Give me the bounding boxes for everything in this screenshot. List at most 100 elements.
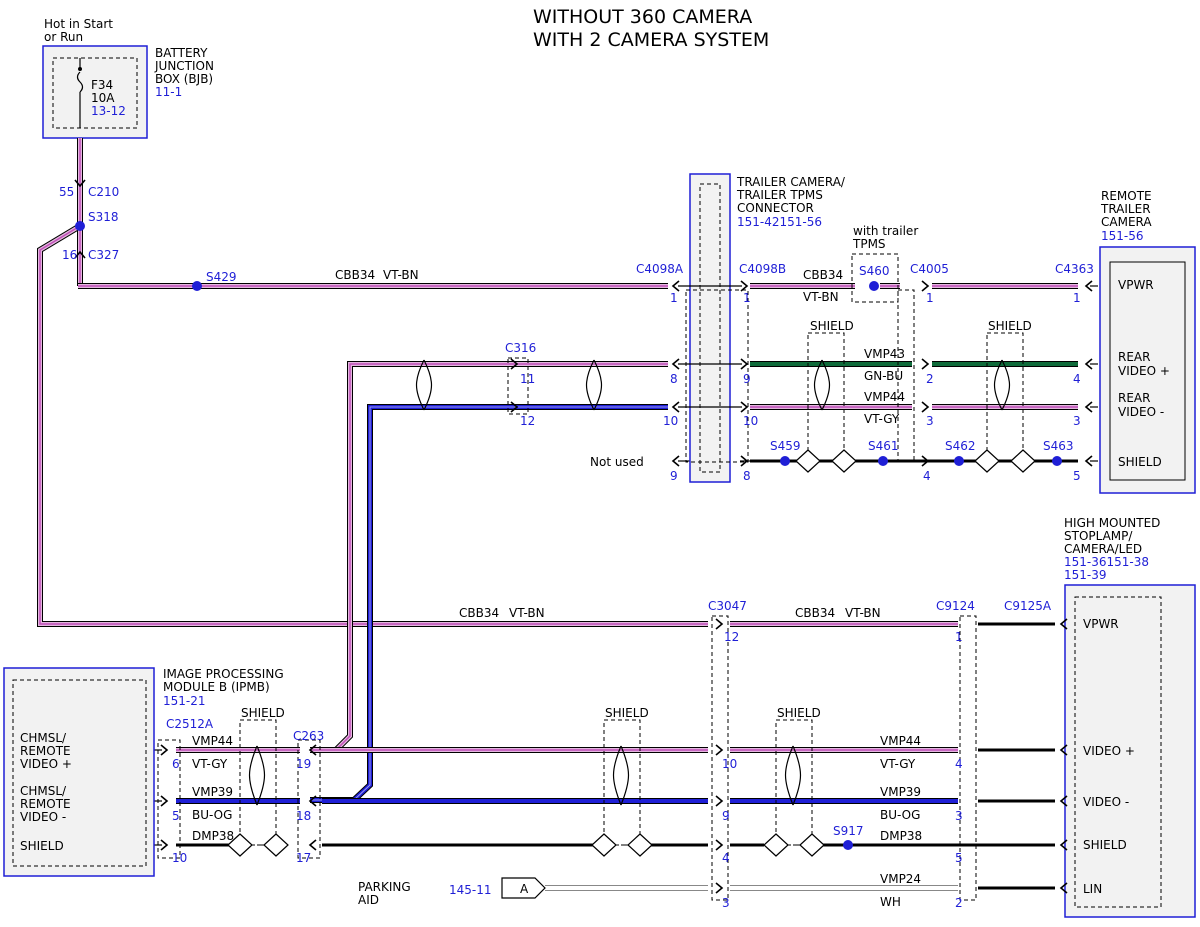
hmsl-label-3: CAMERA/LED: [1064, 542, 1142, 556]
fuse-amps: 10A: [91, 91, 115, 105]
splice-s429: [192, 281, 202, 291]
power-label-2: or Run: [44, 30, 83, 44]
connector-c4098b: C4098B: [739, 262, 786, 276]
wire-label: VMP39: [880, 785, 921, 799]
remote-cam-label-2: TRAILER: [1100, 202, 1151, 216]
bjb-module: [42, 45, 148, 139]
title-line-1: WITHOUT 360 CAMERA: [533, 6, 752, 28]
pin-number: 5: [172, 809, 180, 823]
hmsl-label-2: STOPLAMP/: [1064, 529, 1133, 543]
bjb-ref[interactable]: 11-1: [155, 85, 182, 99]
pin-number: 1: [1073, 291, 1081, 305]
splice-label-s459: S459: [770, 439, 801, 453]
title-line-2: WITH 2 CAMERA SYSTEM: [533, 29, 769, 51]
pin-number: 1: [955, 630, 963, 644]
parking-aid-tag-label: A: [520, 882, 529, 896]
pin-number: 18: [296, 809, 311, 823]
splice-s461: [878, 456, 888, 466]
pin-number: 2: [926, 372, 934, 386]
splice-label-s318: S318: [88, 210, 119, 224]
splice-s917: [843, 840, 853, 850]
ipmb-pin1-c: VIDEO +: [20, 757, 72, 771]
pin-number: 3: [1073, 414, 1081, 428]
pin-number: 8: [743, 469, 751, 483]
connector-c9124: C9124: [936, 599, 975, 613]
parking-aid-ref[interactable]: 145-11: [449, 883, 492, 897]
fuse-icon: [76, 71, 84, 93]
connector-c4363: C4363: [1055, 262, 1094, 276]
pin-number: 5: [1073, 469, 1081, 483]
fuse-ref[interactable]: 13-12: [91, 104, 126, 118]
splice-label-s462: S462: [945, 439, 976, 453]
bjb-label-3: BOX (BJB): [155, 72, 213, 86]
pin-number: 3: [955, 809, 963, 823]
with-trailer-label-2: TPMS: [852, 237, 886, 251]
remote-cam-ref[interactable]: 151-56: [1101, 229, 1144, 243]
parking-aid-tag[interactable]: [501, 877, 546, 899]
pin-number: 12: [724, 630, 739, 644]
power-label-1: Hot in Start: [44, 17, 113, 31]
pin-number: 4: [955, 757, 963, 771]
trailer-conn-label-2: TRAILER TPMS: [736, 188, 823, 202]
pin-number: 10: [663, 414, 678, 428]
with-trailer-label-1: with trailer: [853, 224, 918, 238]
ipmb-pin1-b: REMOTE: [20, 744, 71, 758]
pin-number: 1: [926, 291, 934, 305]
pin-number: 2: [955, 896, 963, 910]
ipmb-pin2-a: CHMSL/: [20, 784, 67, 798]
hmsl-lin: LIN: [1083, 882, 1102, 896]
trailer-connector[interactable]: [689, 173, 731, 483]
connector-c9125a: C9125A: [1004, 599, 1052, 613]
wire-color-label: VT-GY: [880, 757, 916, 771]
ipmb-pin1-a: CHMSL/: [20, 731, 67, 745]
wire-label: CBB34: [803, 268, 843, 282]
splice-label-s460: S460: [859, 264, 890, 278]
shield-label: SHIELD: [988, 319, 1032, 333]
connector-c4005: C4005: [910, 262, 949, 276]
shield-label: SHIELD: [605, 706, 649, 720]
pin-number: 1: [670, 291, 678, 305]
twist-icon: [248, 359, 1011, 806]
wire-color-label: VT-BN: [845, 606, 881, 620]
ipmb-ref[interactable]: 151-21: [163, 694, 206, 708]
wire-label: VMP24: [880, 872, 921, 886]
shield-box: [986, 332, 1024, 462]
shield-label: SHIELD: [241, 706, 285, 720]
wire-color-label: VT-BN: [383, 268, 419, 282]
ipmb-module[interactable]: [3, 667, 155, 877]
hmsl-ref-2[interactable]: 151-39: [1064, 568, 1107, 582]
ipmb-label-2: MODULE B (IPMB): [163, 680, 270, 694]
hmsl-ref-1[interactable]: 151-36151-38: [1064, 555, 1149, 569]
remote-cam-vpwr: VPWR: [1118, 278, 1154, 292]
hmsl-vpwr: VPWR: [1083, 617, 1119, 631]
wire-color-label: VT-BN: [803, 290, 839, 304]
wire-color-label: WH: [880, 895, 901, 909]
splice-s460: [869, 281, 879, 291]
wire-label: VMP44: [864, 390, 905, 404]
splice-nodes: [75, 221, 1062, 850]
wire-color-label: VT-GY: [864, 412, 900, 426]
shield-label: SHIELD: [810, 319, 854, 333]
trailer-conn-ref[interactable]: 151-42151-56: [737, 215, 822, 229]
wire-color-label: GN-BU: [864, 369, 903, 383]
bjb-label-1: BATTERY: [155, 46, 208, 60]
splice-label-s917: S917: [833, 824, 864, 838]
splice-s318: [75, 221, 85, 231]
parking-aid-label-2: AID: [358, 893, 379, 907]
hmsl-label-1: HIGH MOUNTED: [1064, 516, 1160, 530]
pin-c210: 55: [59, 185, 74, 199]
hmsl-module[interactable]: [1064, 584, 1196, 918]
connector-c316: C316: [505, 341, 536, 355]
shield-label: SHIELD: [777, 706, 821, 720]
shield-box: [807, 332, 845, 462]
not-used-label: Not used: [590, 455, 644, 469]
pin-number: 12: [520, 414, 535, 428]
pin-number: 9: [722, 809, 730, 823]
hmsl-video-plus: VIDEO +: [1083, 744, 1135, 758]
splice-s462: [954, 456, 964, 466]
connector-c327: C327: [88, 248, 119, 262]
shield-diamond-icon: [227, 449, 1036, 857]
pin-number: 8: [670, 372, 678, 386]
hmsl-video-minus: VIDEO -: [1083, 795, 1129, 809]
